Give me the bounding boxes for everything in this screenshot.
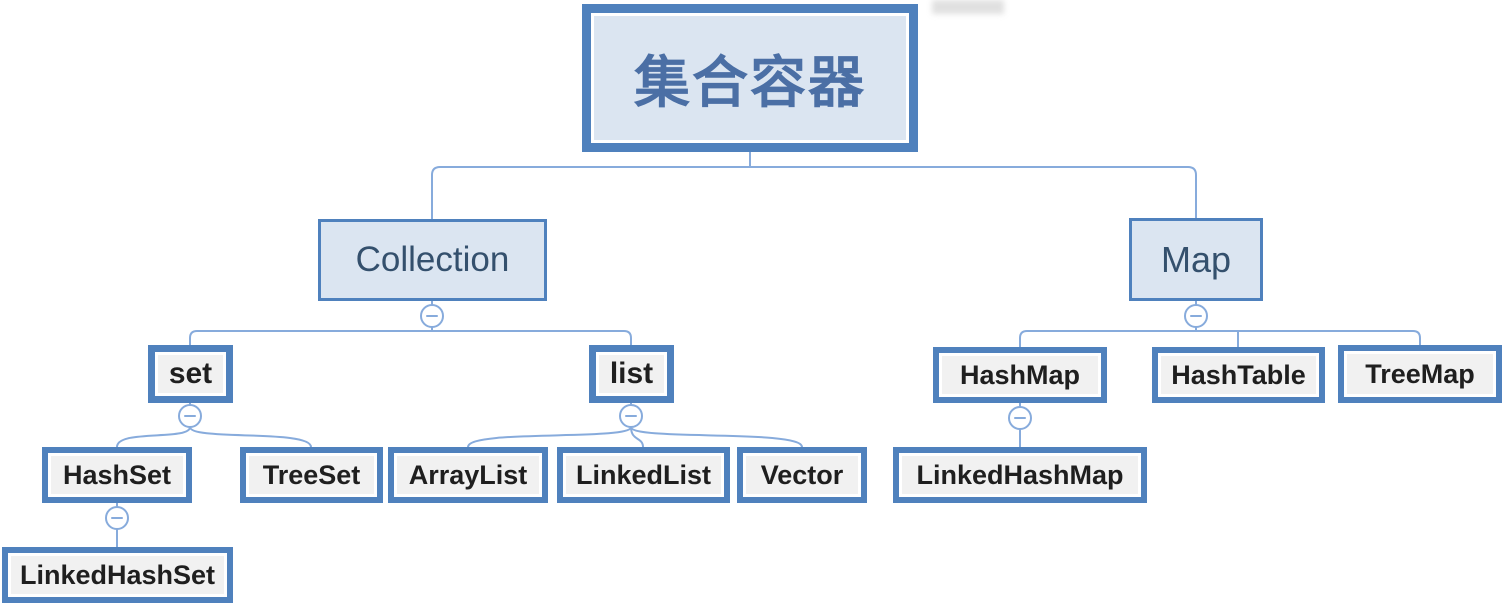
connector-map-bus: [1019, 330, 1421, 348]
collapse-toggle-collection[interactable]: [420, 304, 444, 328]
connector-list-arraylist: [467, 426, 632, 448]
node-set[interactable]: set: [148, 345, 233, 403]
connector-set-treeset: [189, 426, 312, 448]
cropped-edge-artifact: [932, 0, 1004, 14]
node-root[interactable]: 集合容器: [582, 4, 918, 152]
connector-list-linkedlist: [630, 426, 644, 448]
node-vector[interactable]: Vector: [737, 447, 867, 503]
collapse-toggle-list[interactable]: [619, 404, 643, 428]
collapse-toggle-map[interactable]: [1184, 304, 1208, 328]
node-linkedhashset[interactable]: LinkedHashSet: [2, 547, 233, 603]
collapse-toggle-hashmap[interactable]: [1008, 406, 1032, 430]
node-hashmap[interactable]: HashMap: [933, 347, 1107, 403]
node-linkedhashmap[interactable]: LinkedHashMap: [893, 447, 1147, 503]
node-arraylist[interactable]: ArrayList: [388, 447, 548, 503]
node-map[interactable]: Map: [1129, 218, 1263, 301]
node-collection[interactable]: Collection: [318, 219, 547, 301]
connector-collection-bus: [189, 330, 632, 346]
node-hashset[interactable]: HashSet: [42, 447, 192, 503]
collapse-toggle-hashset[interactable]: [105, 506, 129, 530]
node-list[interactable]: list: [589, 345, 674, 403]
node-treemap[interactable]: TreeMap: [1338, 345, 1502, 403]
node-hashtable[interactable]: HashTable: [1152, 347, 1325, 403]
connector-set-hashset: [116, 426, 191, 448]
node-treeset[interactable]: TreeSet: [240, 447, 383, 503]
connector-list-vector: [630, 426, 803, 448]
node-linkedlist[interactable]: LinkedList: [557, 447, 730, 503]
collapse-toggle-set[interactable]: [178, 404, 202, 428]
connector-root-bus: [431, 166, 1197, 220]
